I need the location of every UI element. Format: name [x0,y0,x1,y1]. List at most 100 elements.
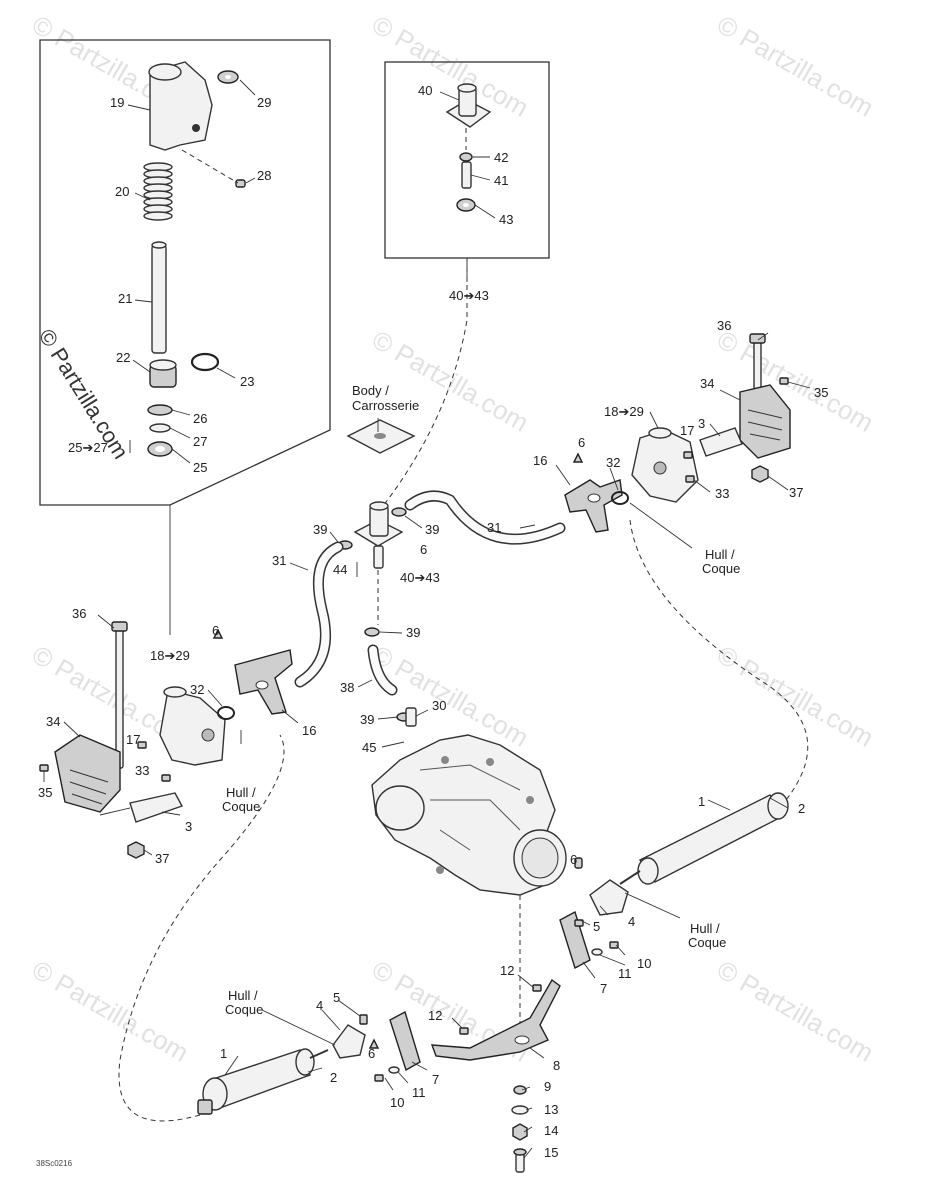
callout-29: 29 [257,95,271,110]
right-cable [559,519,809,970]
callout-6: 6 [570,852,577,867]
callout-5: 5 [333,990,340,1005]
note-carrosserie: Carrosserie [352,398,419,413]
callout-17: 17 [126,732,140,747]
callout-range-40-43: 40➔43 [400,570,440,585]
callout-13: 13 [544,1102,558,1117]
callout-6: 6 [368,1046,375,1061]
callout-16: 16 [302,723,316,738]
callout-32: 32 [606,455,620,470]
callout-range-40-43: 40➔43 [449,288,489,303]
callout-7: 7 [600,981,607,996]
callout-8: 8 [553,1058,560,1073]
callout-34: 34 [700,376,714,391]
watermark: © Partzilla.com [712,639,879,753]
callout-30: 30 [432,698,446,713]
watermark: © Partzilla.com [27,954,194,1068]
callout-38: 38 [340,680,354,695]
callout-40: 40 [418,83,432,98]
callout-16: 16 [533,453,547,468]
callout-28: 28 [257,168,271,183]
callout-34: 34 [46,714,60,729]
callout-37: 37 [789,485,803,500]
callout-1: 1 [220,1046,227,1061]
note-coque: Coque [702,561,740,576]
watermark: © Partzilla.com [367,9,534,123]
callout-43: 43 [499,212,513,227]
callout-14: 14 [544,1123,558,1138]
callout-33: 33 [715,486,729,501]
callout-41: 41 [494,173,508,188]
drawing-code: 38Sc0216 [36,1159,73,1168]
watermark: © Partzilla.com [367,324,534,438]
callout-44: 44 [333,562,347,577]
note-hull: Hull / [690,921,720,936]
callout-range-18-29: 18➔29 [604,404,644,419]
callout-2: 2 [330,1070,337,1085]
callout-4: 4 [628,914,635,929]
callout-33: 33 [135,763,149,778]
note-coque: Coque [688,935,726,950]
callout-4: 4 [316,998,323,1013]
center-valve [337,501,407,625]
callout-39: 39 [425,522,439,537]
left-nozzle [39,621,293,859]
callout-21: 21 [118,291,132,306]
callout-range-25-27: 25➔27 [68,440,108,455]
callout-5: 5 [593,919,600,934]
callout-25: 25 [193,460,207,475]
callout-12: 12 [500,963,514,978]
note-hull: Hull / [226,785,256,800]
callout-45: 45 [362,740,376,755]
right-nozzle [564,333,791,533]
callout-15: 15 [544,1145,558,1160]
callout-39: 39 [360,712,374,727]
callout-36: 36 [72,606,86,621]
callout-19: 19 [110,95,124,110]
leader-lines [43,79,811,1159]
callout-2: 2 [798,801,805,816]
callout-17: 17 [680,423,694,438]
callout-37: 37 [155,851,169,866]
body-plate [346,418,416,454]
callout-36: 36 [717,318,731,333]
left-cable [118,734,421,1122]
callout-27: 27 [193,434,207,449]
watermark: © Partzilla.com [367,639,534,753]
callout-3: 3 [698,416,705,431]
callout-32: 32 [190,682,204,697]
callout-31: 31 [487,520,501,535]
callout-7: 7 [432,1072,439,1087]
callout-10: 10 [637,956,651,971]
callout-11: 11 [412,1085,426,1100]
callout-1: 1 [698,794,705,809]
hoses [294,490,566,727]
callout-22: 22 [116,350,130,365]
callout-6: 6 [420,542,427,557]
callout-26: 26 [193,411,207,426]
callout-20: 20 [115,184,129,199]
callout-12: 12 [428,1008,442,1023]
callout-range-18-29: 18➔29 [150,648,190,663]
callout-39: 39 [406,625,420,640]
notes: Body / Carrosserie Hull / Coque Hull / C… [36,383,740,1168]
callout-6: 6 [578,435,585,450]
watermark: © Partzilla.com [712,324,879,438]
note-hull: Hull / [705,547,735,562]
note-body: Body / [352,383,389,398]
watermark: © Partzilla.com [712,954,879,1068]
watermark: © Partzilla.com [712,9,879,123]
note-coque: Coque [222,799,260,814]
callout-35: 35 [38,785,52,800]
callout-35: 35 [814,385,828,400]
callout-11: 11 [618,966,632,981]
callout-23: 23 [240,374,254,389]
callout-6: 6 [212,623,219,638]
note-coque: Coque [225,1002,263,1017]
pump-housing [371,734,567,1050]
spring [143,162,173,221]
callout-10: 10 [390,1095,404,1110]
callout-39: 39 [313,522,327,537]
callout-42: 42 [494,150,508,165]
